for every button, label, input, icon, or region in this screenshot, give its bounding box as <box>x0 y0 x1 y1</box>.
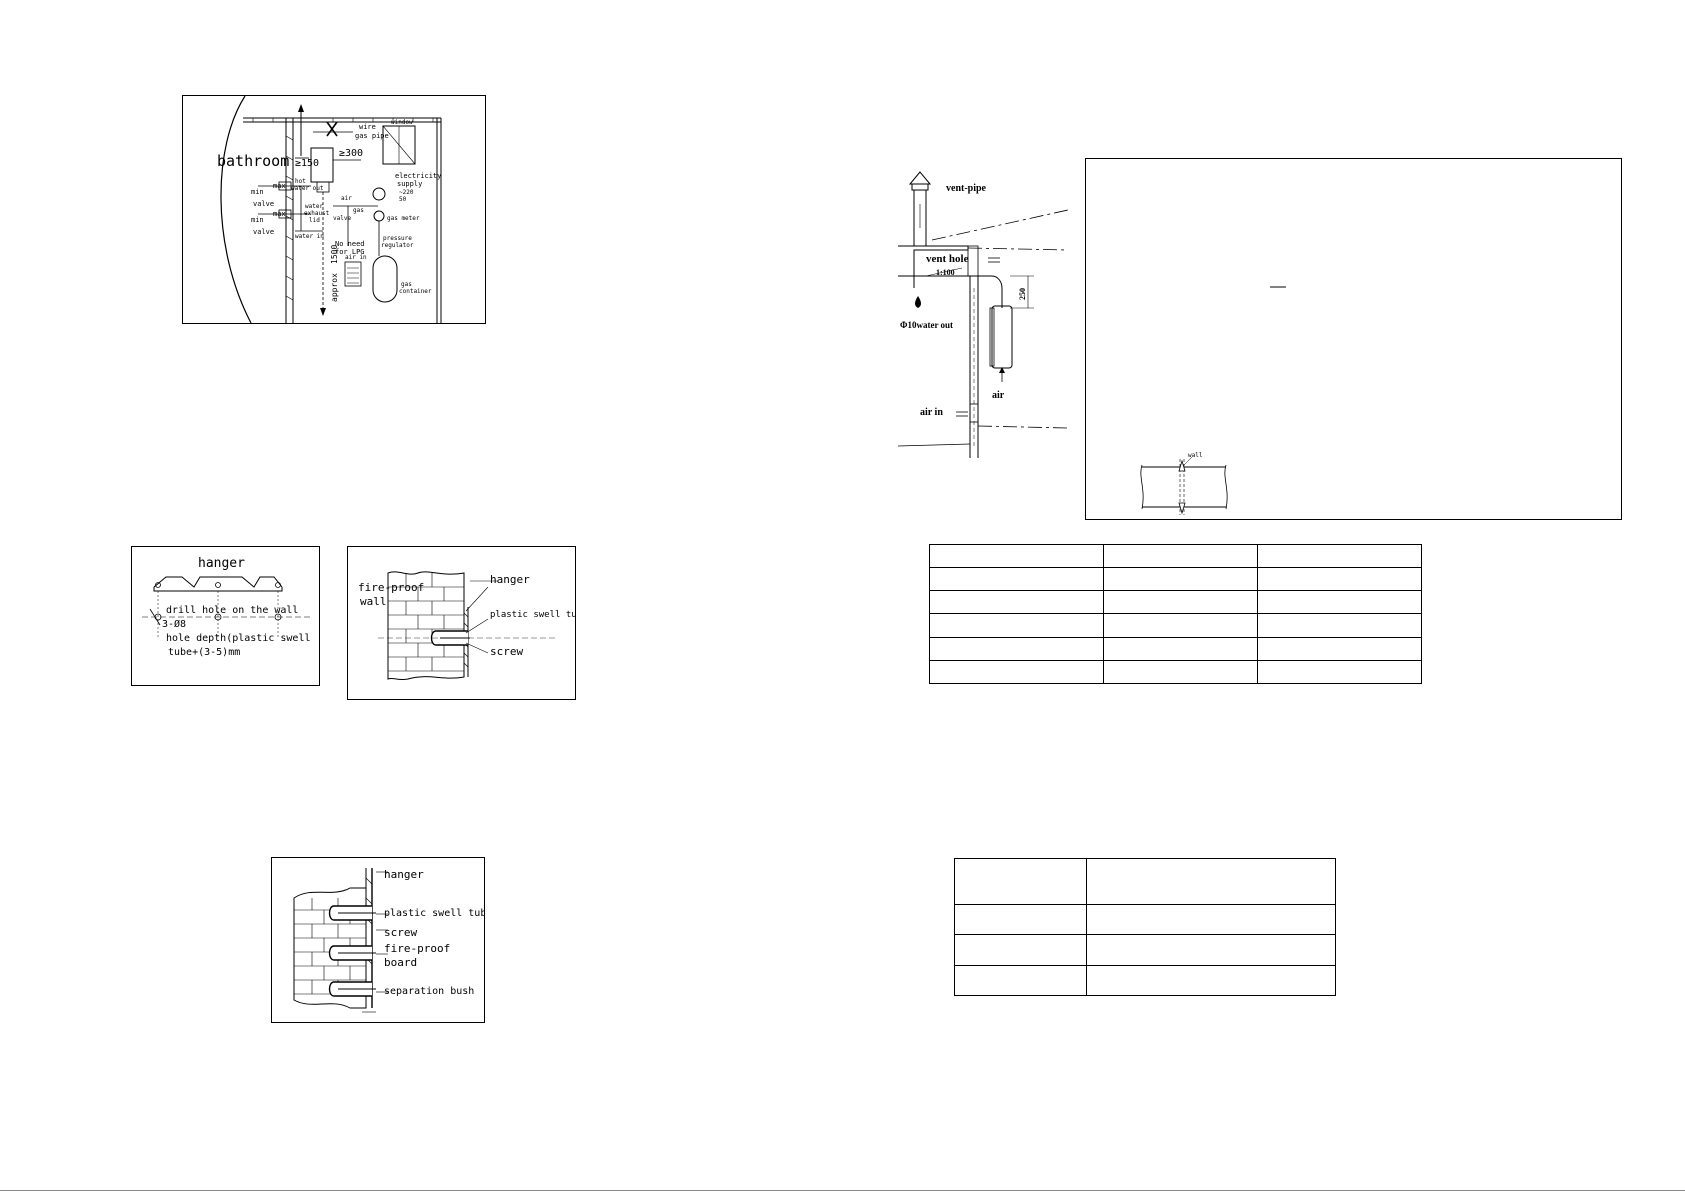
label-plastic-swell-tube: plastic swell tube <box>490 610 575 620</box>
vent-pipe-figure: vent-pipe vent hole 1:100 Φ10water out 2… <box>897 158 1069 458</box>
label-fire-proof: fire-proof <box>358 581 424 594</box>
label-dim-300: ≥300 <box>339 148 363 159</box>
label-gas-valve: valve <box>333 215 351 222</box>
label-hot: hot <box>295 178 306 185</box>
fireproof-board-drawing: hanger plastic swell tube screw fire-pro… <box>293 868 484 1013</box>
label-vent-hole: vent hole <box>926 253 969 265</box>
label-fire-proof: fire-proof <box>384 942 450 955</box>
table-row <box>954 903 1336 936</box>
label-approx: approx <box>330 273 339 302</box>
hanger-drill-figure: hanger drill hole on the wall 3-Ø8 hole … <box>131 546 320 686</box>
table-row <box>929 567 1422 592</box>
label-separation-bush: separation bush <box>384 986 474 997</box>
label-water-in: water in <box>295 233 324 240</box>
label-220: ~220 <box>399 189 414 196</box>
spec-table-1 <box>929 543 1422 685</box>
label-min-1: min <box>251 188 264 196</box>
label-50: 50 <box>399 196 407 203</box>
vent-detail-drawing: wall <box>1140 286 1286 515</box>
label-exhaust: exhaust <box>304 210 330 217</box>
label-max-1: max <box>273 182 286 190</box>
label-screw: screw <box>384 926 417 939</box>
label-no-need: No need <box>335 240 365 248</box>
label-for-lpg: for LPG <box>335 248 365 256</box>
spec-table-2 <box>954 858 1336 997</box>
table-row <box>954 934 1336 966</box>
table-row <box>929 613 1422 638</box>
fireproof-wall-figure: fire-proof wall hanger plastic swell tub… <box>347 546 576 700</box>
label-air: air <box>341 195 352 202</box>
fireproof-wall-drawing: fire-proof wall hanger plastic swell tub… <box>358 571 575 681</box>
table-row <box>929 543 1422 569</box>
label-water-out: water out <box>291 185 324 192</box>
label-wall: wall <box>360 595 387 608</box>
label-dim-150: ≥150 <box>295 158 319 169</box>
label-plastic-swell-tube: plastic swell tube <box>384 908 484 919</box>
label-wire: wire <box>359 123 376 131</box>
label-drill-hole: drill hole on the wall <box>166 605 298 616</box>
label-screw: screw <box>490 645 523 658</box>
installation-layout-drawing: bathroom ≥150 ≥300 wire gas pipe window … <box>217 96 442 323</box>
label-board: board <box>384 956 417 969</box>
label-air-in: air in <box>920 407 943 418</box>
label-gas-container-2: container <box>399 288 432 295</box>
label-valve-2: valve <box>253 228 274 236</box>
label-pressure: pressure <box>383 235 412 242</box>
label-hanger: hanger <box>198 556 245 571</box>
label-vent-pipe: vent-pipe <box>946 183 987 194</box>
label-min-2: min <box>251 216 264 224</box>
label-wall: wall <box>1188 452 1203 459</box>
label-hanger: hanger <box>490 573 530 586</box>
label-bathroom: bathroom <box>217 152 289 170</box>
label-hole-depth: hole depth(plastic swell <box>166 633 311 644</box>
label-slope: 1:100 <box>936 268 955 277</box>
hanger-drill-drawing: hanger drill hole on the wall 3-Ø8 hole … <box>142 556 312 658</box>
label-hanger: hanger <box>384 868 424 881</box>
label-regulator: regulator <box>381 242 414 249</box>
label-max-2: max <box>273 210 286 218</box>
label-air: air <box>992 390 1005 401</box>
label-window: window <box>391 119 413 126</box>
label-water-out: Φ10water out <box>900 320 953 330</box>
table-row <box>929 659 1422 685</box>
label-supply: supply <box>397 180 422 188</box>
label-lid: lid <box>309 217 320 224</box>
label-holes-3-8: 3-Ø8 <box>162 618 186 630</box>
vent-detail-box: wall <box>1085 158 1622 520</box>
label-tube-depth: tube+(3-5)mm <box>168 647 240 658</box>
table-row <box>929 590 1422 615</box>
fireproof-board-figure: hanger plastic swell tube screw fire-pro… <box>271 857 485 1023</box>
table-row <box>929 636 1422 661</box>
vent-pipe-drawing: vent-pipe vent hole 1:100 Φ10water out 2… <box>897 171 1069 458</box>
label-gas-meter: gas meter <box>387 215 420 222</box>
table-row <box>954 858 1336 905</box>
label-dim-1500: 1500 <box>330 245 339 264</box>
installation-layout-figure: bathroom ≥150 ≥300 wire gas pipe window … <box>182 95 486 324</box>
label-gas-pipe: gas pipe <box>355 132 389 140</box>
label-electricity: electricity <box>395 172 441 180</box>
label-air-in: air in <box>345 254 367 261</box>
label-gas: gas <box>353 207 364 214</box>
label-250: 250 <box>1018 288 1027 300</box>
label-valve-1: valve <box>253 200 274 208</box>
label-gas-container-1: gas <box>401 281 412 288</box>
table-row <box>954 964 1336 997</box>
label-water: water <box>305 203 323 210</box>
